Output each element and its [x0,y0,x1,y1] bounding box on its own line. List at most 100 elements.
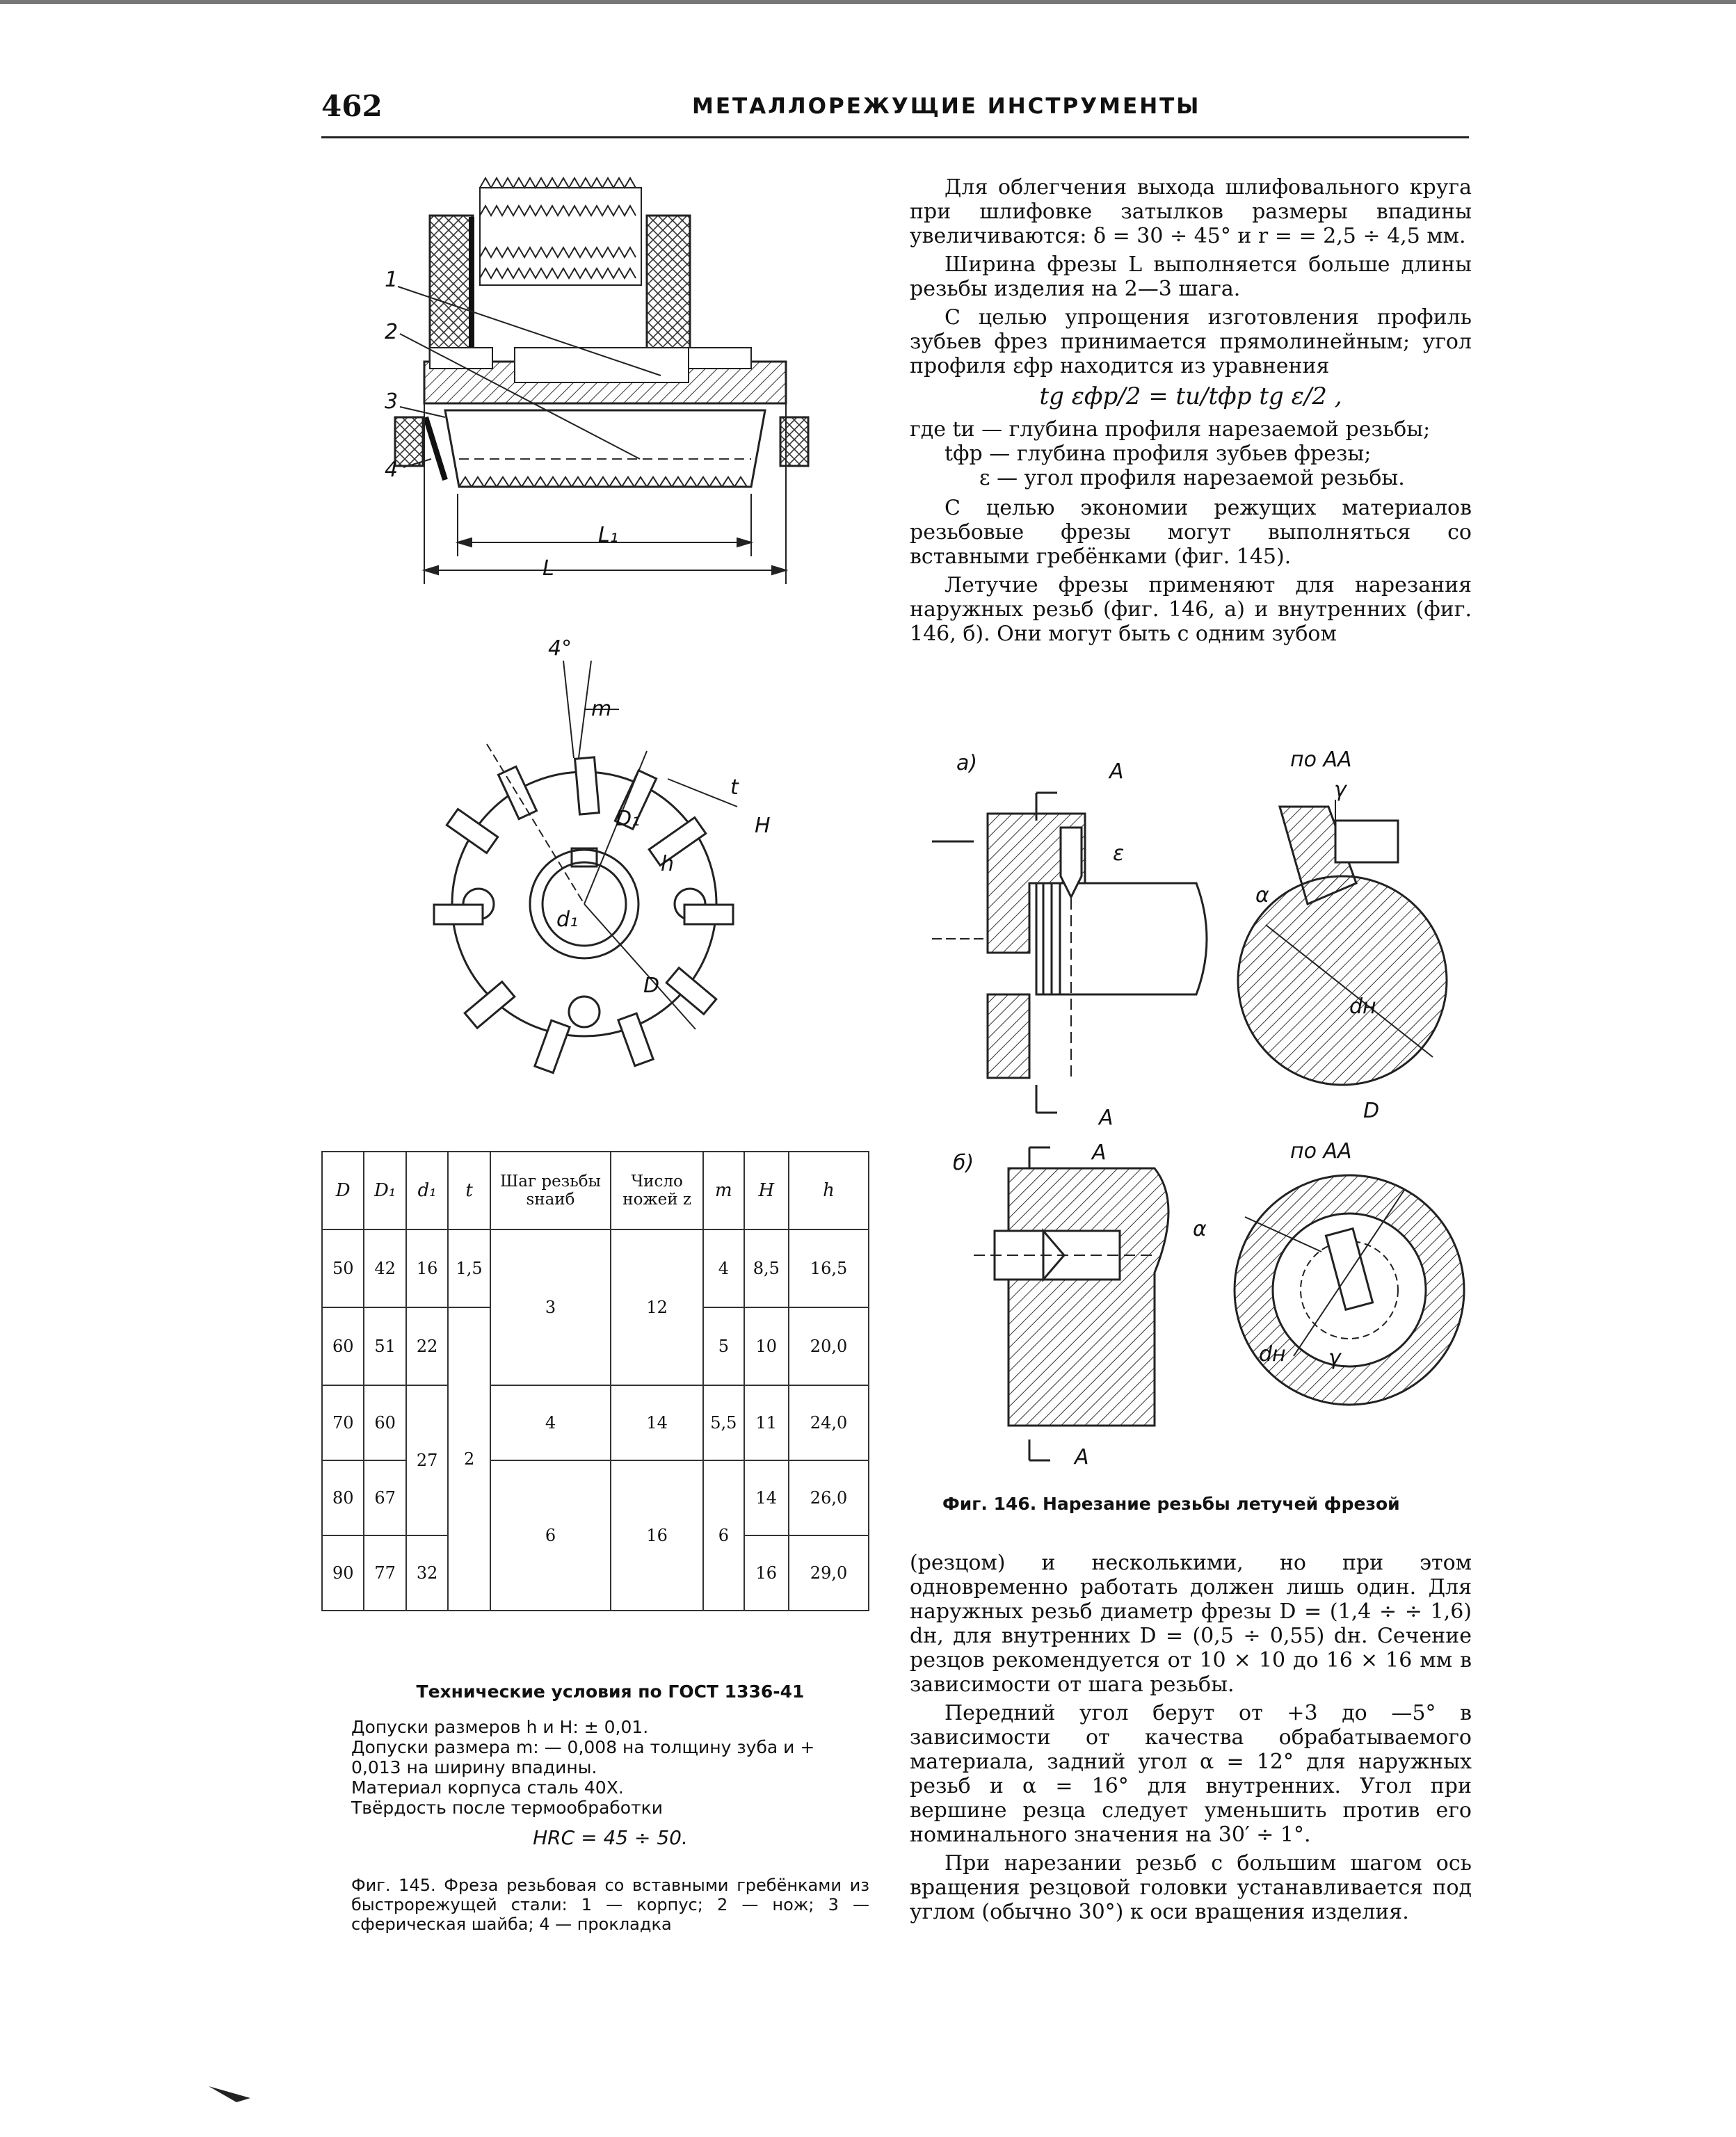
table-cell: 42 [363,1229,407,1308]
page-number: 462 [321,89,383,123]
fig145-label-3: 3 [385,389,399,414]
corner-mark [209,2086,250,2102]
fig146-dn-label-a: dн [1349,994,1376,1019]
fig145-d1-label: d₁ [556,908,579,932]
table-cell: 24,0 [788,1385,869,1461]
definition-line: ε — угол профиля нарезаемой резьбы. [979,466,1405,490]
definition-line: tфр — глубина профиля зубьев фрезы; [945,442,1372,466]
fig145-dim-L1: L₁ [598,523,618,547]
paragraph: Летучие фрезы применяют для нарезания на… [910,573,1472,646]
cutter-dimensions-table: D D₁ d₁ t Шаг резьбы sнаиб Число ножей z… [321,1151,869,1611]
table-cell: 50 [321,1229,365,1308]
fig145-end-view [433,660,738,1074]
table-cell: 10 [743,1307,790,1386]
fig146-dn-label-b: dн [1259,1342,1286,1366]
table-cell: 29,0 [788,1535,869,1611]
table-cell: 16,5 [788,1229,869,1308]
paragraph: Передний угол берут от +3 до —5° в завис… [910,1701,1472,1847]
tech-line: Допуски размера m: — 0,008 на толщину зу… [351,1737,815,1777]
table-cell: 14 [610,1385,705,1461]
table-cell: 80 [321,1460,365,1536]
table-cell: 27 [405,1385,449,1536]
fig145-t-label: t [730,775,739,800]
paragraph: (резцом) и несколькими, но при этом одно… [910,1551,1472,1697]
header-rule [321,136,1469,138]
table-cell: 12 [610,1229,705,1386]
table-cell: 8,5 [743,1229,790,1308]
fig146-section-label-a: по АА [1290,748,1352,772]
tech-line: Твёрдость после термообработки [351,1798,664,1818]
table-cell: 1,5 [447,1229,491,1308]
table-row: 70 60 27 4 14 5,5 11 24,0 [321,1385,869,1536]
fig146-section-label-b: по АА [1290,1139,1352,1163]
definitions: где tи — глубина профиля нарезаемой резь… [910,417,1472,490]
table-cell: 32 [405,1535,449,1611]
fig146-alpha-label: α [1255,883,1269,908]
page-top-edge [0,0,1736,4]
table-cell: 51 [363,1307,407,1386]
table-cell: 3 [489,1229,612,1386]
paragraph: Ширина фрезы L выполняется больше длины … [910,252,1472,301]
right-column-bottom: (резцом) и несколькими, но при этом одно… [910,1551,1472,1928]
fig145-label-2: 2 [385,320,399,344]
fig145-cutter-section [394,176,810,584]
table-cell: 14 [743,1460,790,1536]
table-cell: 26,0 [788,1460,869,1536]
hardness-formula: HRC = 45 ÷ 50. [533,1826,688,1849]
table-cell: 16 [610,1460,705,1611]
table-header-blades: Число ножей z [610,1151,705,1230]
fig145-h-label: h [661,852,675,876]
fig146-arrow-A-top: A [1109,759,1124,784]
table-header-m: m [702,1151,745,1230]
running-title: МЕТАЛЛОРЕЖУЩИЕ ИНСТРУМЕНТЫ [692,94,1201,119]
table-cell: 6 [702,1460,745,1611]
table-cell: 4 [702,1229,745,1308]
fig146-arrow-A-bottom: A [1099,1106,1114,1130]
table-row: 90 77 32 16 29,0 [321,1535,869,1611]
fig145-D-label: D [643,974,660,998]
table-cell: 22 [405,1307,449,1386]
fig146-epsilon-label: ε [1113,841,1125,866]
fig146-sublabel-b: б) [953,1151,974,1175]
fig146-gamma-label-b: γ [1328,1346,1341,1370]
tech-line: Допуски размеров h и H: ± 0,01. [351,1717,649,1737]
fig145-label-1: 1 [385,268,399,292]
fig145-m-label: m [591,697,612,721]
table-row: 60 51 22 2 5 10 20,0 [321,1307,869,1611]
table-header-H: H [743,1151,790,1230]
fig145-label-4: 4 [385,458,399,482]
table-cell: 5,5 [702,1385,745,1461]
table-header-h: h [788,1151,869,1230]
fig146-alpha-label-b: α [1193,1217,1207,1241]
table-header-pitch: Шаг резьбы sнаиб [489,1151,612,1230]
table-cell: 16 [743,1535,790,1611]
profile-angle-equation: tg εфр/2 = tи/tфр tg ε/2 , [1039,382,1342,410]
table-cell: 6 [489,1460,612,1611]
table-cell: 2 [447,1307,491,1611]
fig146-sublabel-a: а) [956,751,978,775]
paragraph: При нарезании резьб с большим шагом ось … [910,1851,1472,1924]
table-header-d1: d₁ [405,1151,449,1230]
table-cell: 4 [489,1385,612,1461]
table-cell: 60 [321,1307,365,1386]
fig145-D1-label: D₁ [616,807,641,831]
table-cell: 16 [405,1229,449,1308]
tech-line: Материал корпуса сталь 40Х. [351,1777,624,1798]
fig145-H-label: H [755,814,771,838]
table-cell: 11 [743,1385,790,1461]
table-cell: 67 [363,1460,407,1536]
fig145-dim-L: L [542,556,554,581]
fig146-drawings [932,791,1465,1462]
tech-conditions: Технические условия по ГОСТ 1336-41 Допу… [351,1682,869,1848]
table-header-t: t [447,1151,491,1230]
fig146-D-label: D [1363,1099,1380,1123]
fig146-caption: Фиг. 146. Нарезание резьбы летучей фрезо… [942,1494,1400,1514]
fig146-arrow-A-bottom-b: A [1075,1445,1089,1469]
table-cell: 77 [363,1535,407,1611]
table-cell: 20,0 [788,1307,869,1386]
fig145-caption: Фиг. 145. Фреза резьбовая со вставными г… [351,1876,869,1934]
table-cell: 5 [702,1307,745,1386]
table-row: 50 42 16 1,5 3 12 4 8,5 16,5 [321,1229,869,1386]
paragraph: Для облегчения выхода шлифовального круг… [910,175,1472,248]
fig146-gamma-label: γ [1334,777,1347,802]
